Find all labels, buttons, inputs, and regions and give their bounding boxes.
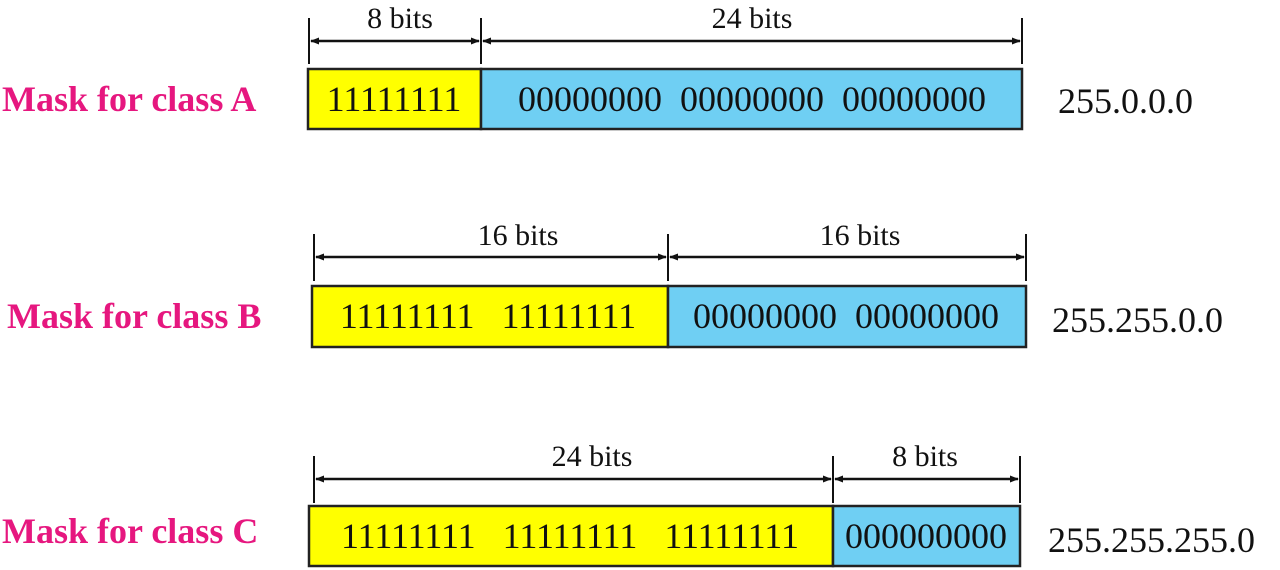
host-cell: [666, 284, 1028, 349]
host-bits-label: 16 bits: [820, 219, 901, 252]
network-value: 11111111 11111111 11111111: [341, 516, 799, 556]
host-cell: [479, 67, 1024, 131]
host-value: 00000000 00000000 00000000: [518, 79, 986, 119]
network-cell: [307, 504, 835, 568]
network-bits-label: 24 bits: [552, 440, 633, 473]
row-class-b: 16 bits 16 bits Mask for class B 1111111…: [7, 219, 1223, 349]
network-bits-label: 16 bits: [478, 219, 559, 252]
host-value: 00000000 00000000: [693, 296, 999, 336]
network-value: 11111111 11111111: [340, 296, 636, 336]
host-bits-label: 8 bits: [892, 440, 958, 473]
row-class-a: 8 bits 24 bits Mask for class A 11111111…: [2, 2, 1193, 131]
mask-value: 255.255.0.0: [1052, 300, 1223, 340]
network-bits-label: 8 bits: [367, 2, 433, 35]
network-cell: [310, 284, 670, 349]
row-class-c: 24 bits 8 bits Mask for class C 11111111…: [2, 440, 1255, 568]
mask-value: 255.255.255.0: [1048, 520, 1255, 560]
host-cell: [831, 504, 1022, 568]
mask-value: 255.0.0.0: [1058, 81, 1193, 121]
host-value: 000000000: [845, 516, 1007, 556]
row-label: Mask for class B: [7, 296, 261, 336]
host-bits-label: 24 bits: [712, 2, 793, 35]
network-cell: [306, 67, 483, 131]
row-label: Mask for class C: [2, 511, 258, 551]
network-value: 11111111: [327, 79, 462, 119]
row-label: Mask for class A: [2, 79, 256, 119]
